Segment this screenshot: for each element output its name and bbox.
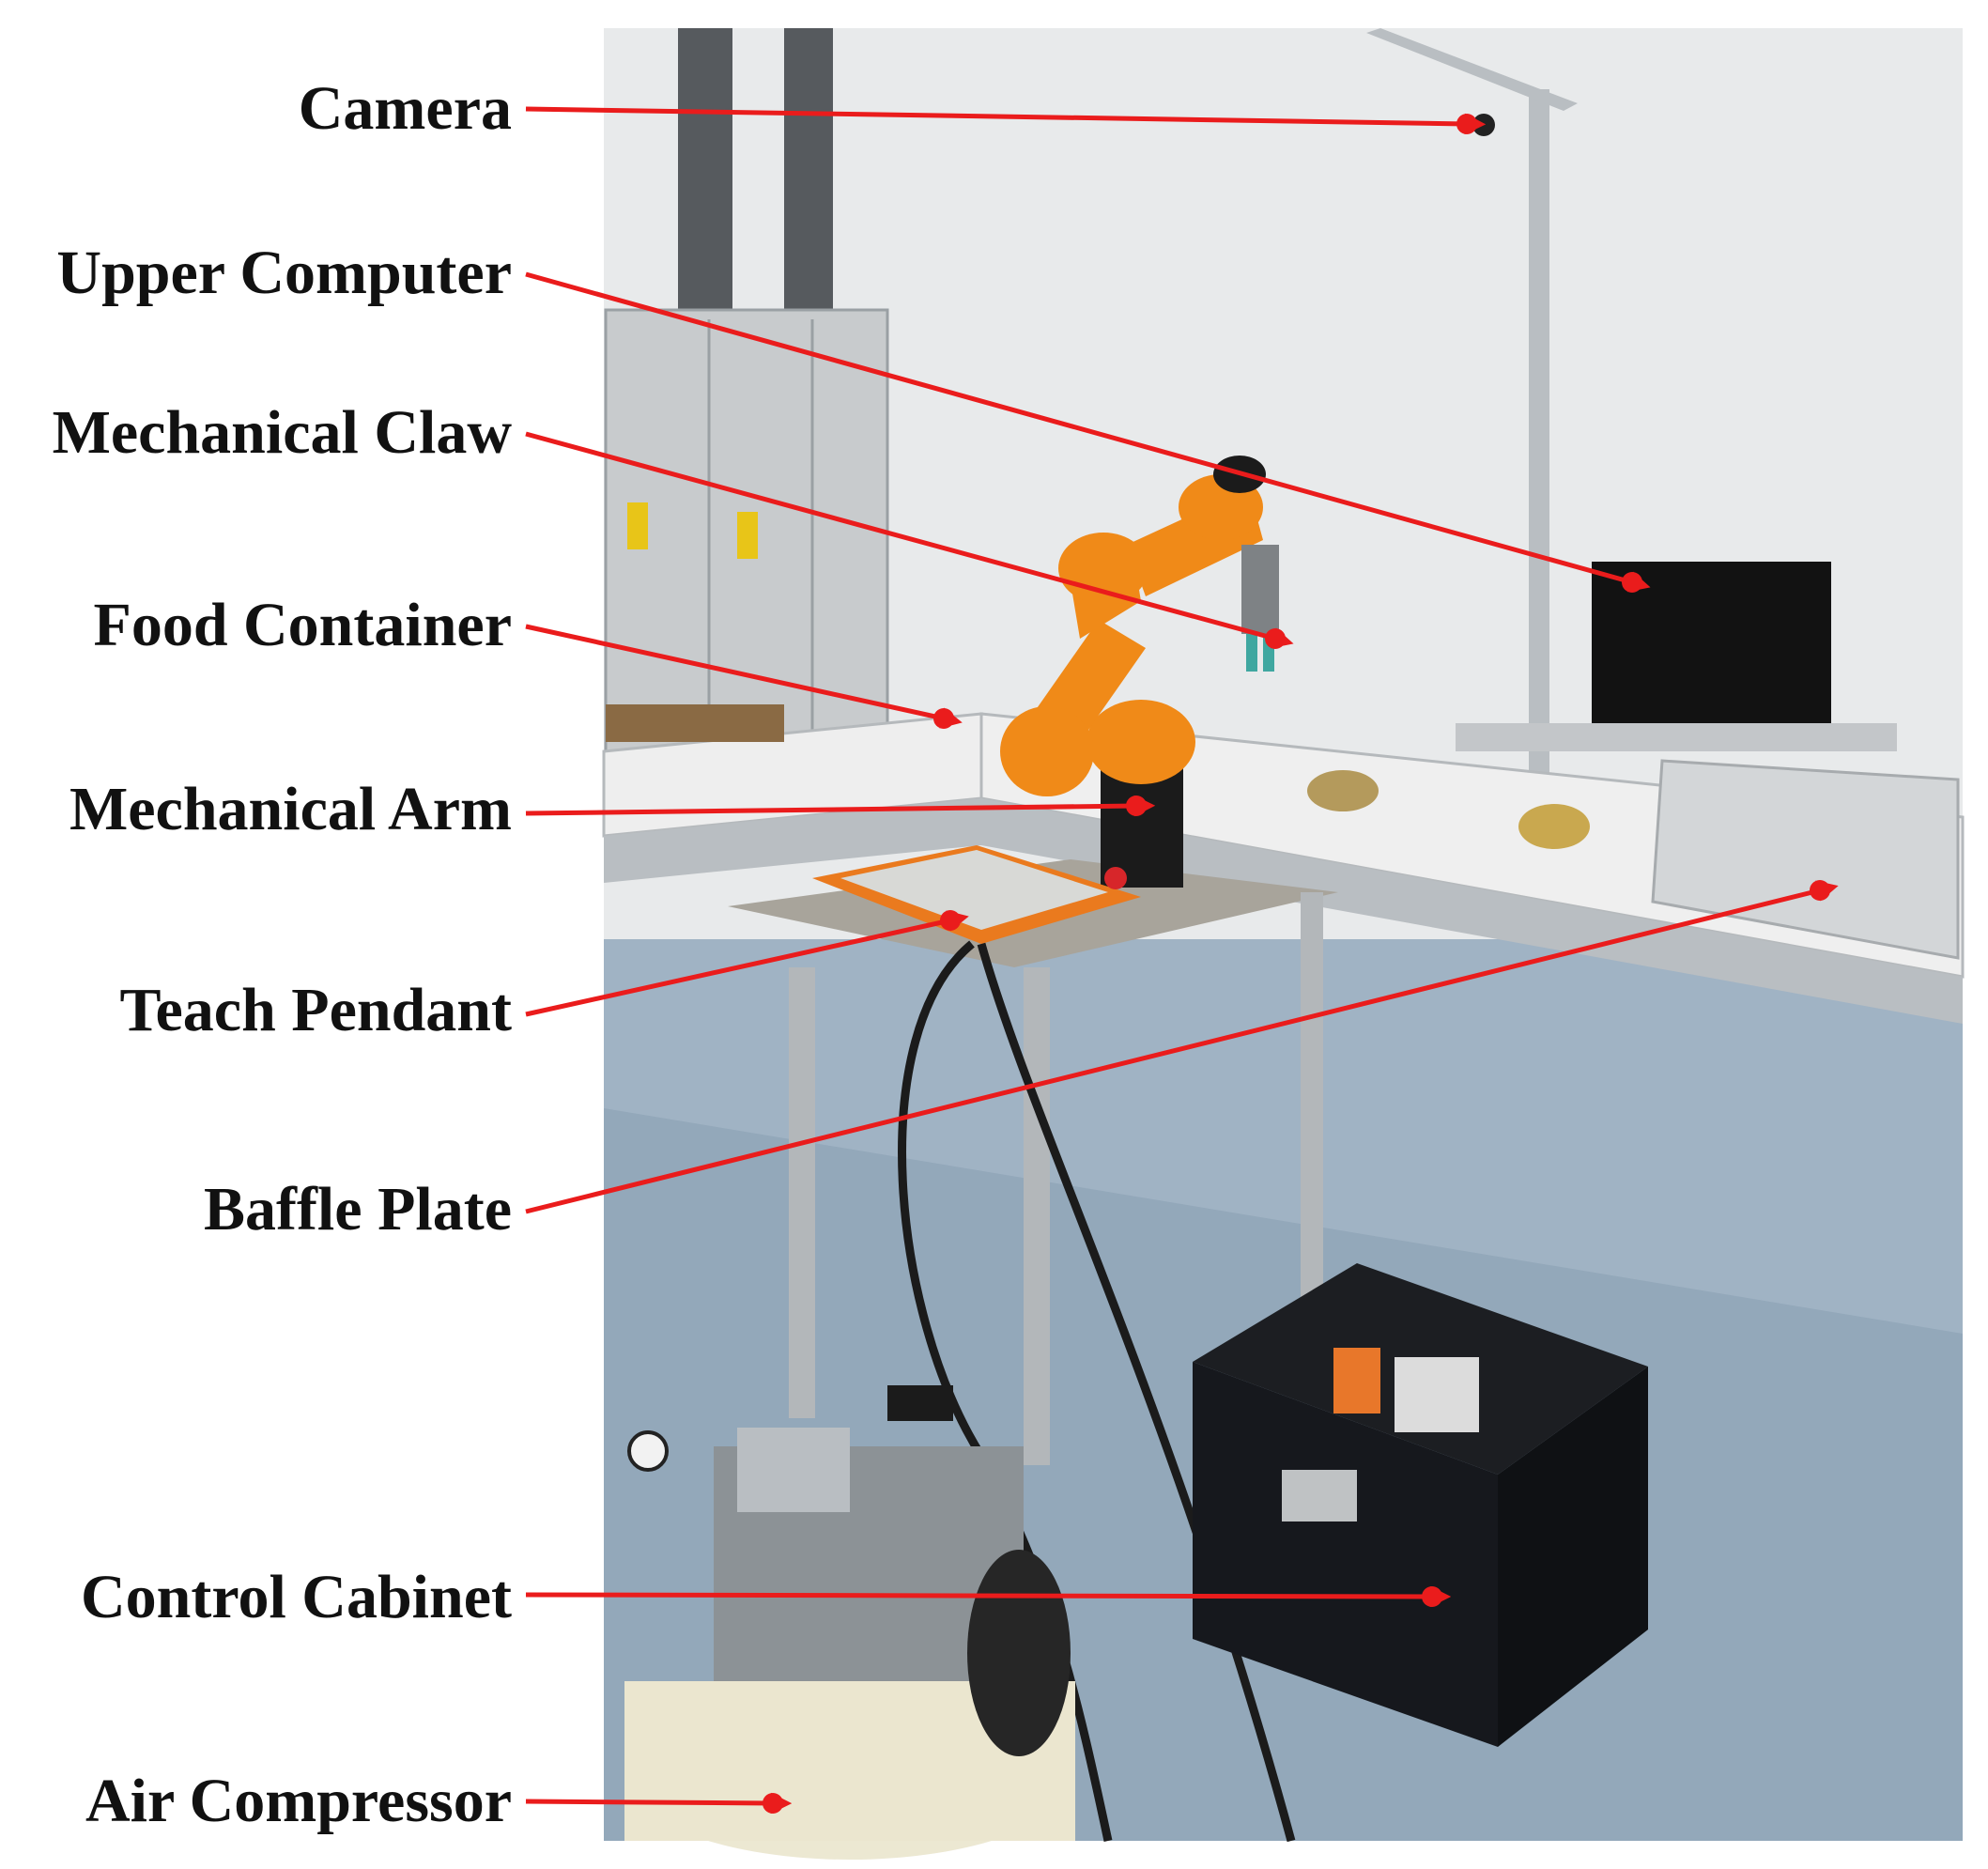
arrow-dot	[763, 1793, 783, 1814]
food-container-box	[606, 704, 784, 742]
label-upper-computer: Upper Computer	[56, 239, 512, 307]
emergency-stop-icon	[1104, 867, 1127, 889]
arrow-dot	[1422, 1586, 1442, 1607]
pressure-gauge-icon	[627, 1430, 669, 1472]
control-cabinet-front	[1193, 1362, 1498, 1747]
camera-crossbar	[1366, 28, 1578, 111]
compressor-handle	[887, 1385, 953, 1421]
arrow-dot	[1456, 114, 1477, 134]
food-item	[1518, 804, 1590, 849]
terminal-block	[1395, 1357, 1479, 1432]
arrow-dot	[1810, 880, 1830, 901]
table-leg	[1024, 967, 1050, 1465]
arrow-dot	[1265, 628, 1286, 649]
arrow-camera	[525, 106, 1487, 135]
pillar	[784, 28, 833, 338]
teach-pendant-screen	[840, 850, 1108, 930]
gripper	[1241, 545, 1279, 634]
compressor-fan	[967, 1550, 1071, 1756]
robot-joint	[1086, 700, 1195, 784]
baffle-plate	[1651, 759, 1960, 960]
label-teach-pendant: Teach Pendant	[119, 976, 512, 1044]
label-baffle-plate: Baffle Plate	[203, 1175, 512, 1243]
table-leg	[1301, 892, 1323, 1334]
table-leg	[789, 967, 815, 1418]
camera-pole	[1529, 89, 1549, 803]
food-item	[1307, 770, 1379, 811]
gripper-finger	[1246, 634, 1257, 672]
warning-sign-icon	[737, 512, 758, 559]
warning-sign-icon	[627, 502, 648, 549]
label-mechanical-arm: Mechanical Arm	[69, 775, 512, 843]
arrow-mechanical-claw	[525, 431, 1294, 649]
cable	[898, 940, 1113, 1842]
terminal-block	[1333, 1348, 1380, 1413]
label-air-compressor: Air Compressor	[85, 1767, 512, 1835]
arrow-food-container	[525, 624, 963, 729]
arrow-baffle-plate	[525, 880, 1839, 1214]
cabinet-handle	[1282, 1470, 1357, 1521]
arrow-dot	[1622, 572, 1642, 593]
side-table	[1456, 723, 1897, 751]
arrow-teach-pendant	[525, 910, 969, 1017]
control-cabinet-side	[1498, 1367, 1648, 1747]
pillar	[678, 28, 732, 338]
label-mechanical-claw: Mechanical Claw	[52, 398, 512, 467]
arrow-dot	[933, 708, 954, 729]
arrow-mechanical-arm	[525, 795, 1156, 817]
label-food-container: Food Container	[93, 591, 513, 659]
label-control-cabinet: Control Cabinet	[81, 1563, 512, 1631]
arrow-control-cabinet	[525, 1585, 1452, 1608]
cable	[977, 942, 1296, 1843]
arrow-dot	[940, 910, 961, 931]
arrow-upper-computer	[525, 271, 1651, 593]
compressor-fins	[737, 1428, 850, 1512]
arrow-air-compressor	[525, 1792, 793, 1815]
arrow-dot	[1126, 795, 1147, 816]
robot-joint	[1000, 706, 1094, 796]
label-camera: Camera	[298, 74, 512, 143]
